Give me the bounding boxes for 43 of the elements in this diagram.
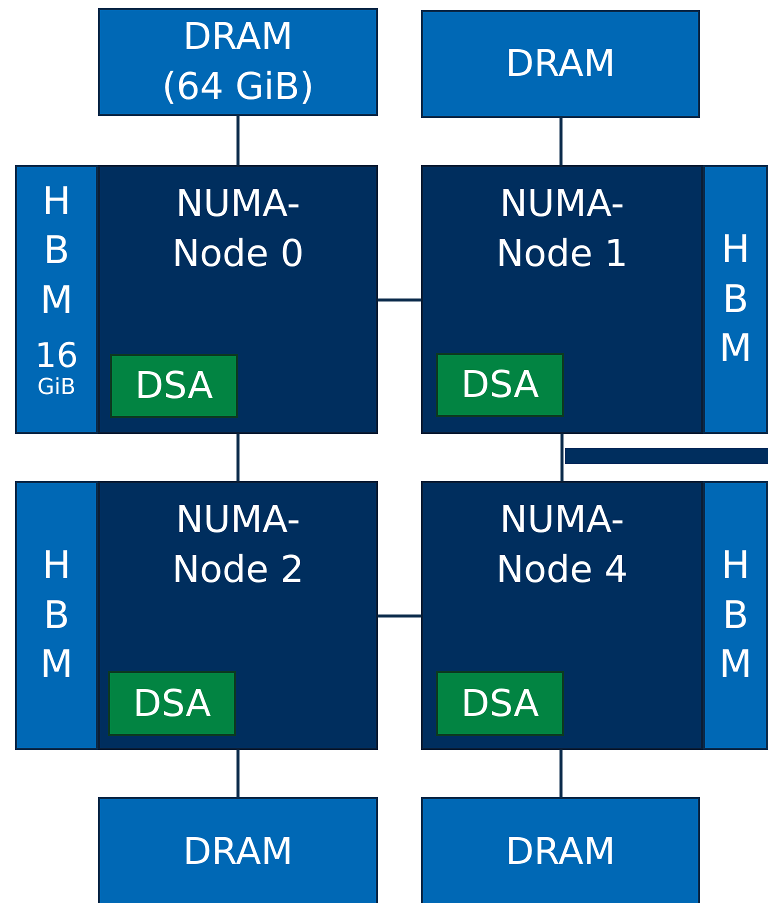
memory-box bbox=[98, 8, 378, 116]
accelerator-box bbox=[110, 354, 238, 418]
accelerator-label: DSA bbox=[133, 680, 211, 726]
accelerator-box bbox=[436, 671, 564, 736]
memory-box bbox=[421, 797, 700, 903]
connector-line bbox=[378, 298, 421, 302]
accelerator-box bbox=[436, 353, 564, 417]
node-label: NUMA-Node 4 bbox=[495, 497, 629, 593]
memory-box bbox=[421, 10, 700, 118]
node-label: NUMA-Node 0 bbox=[171, 181, 305, 277]
hbm-box bbox=[703, 481, 768, 750]
accelerator-box bbox=[108, 671, 236, 736]
unit-label: GiB bbox=[37, 375, 76, 402]
memory-label: DRAM bbox=[504, 41, 616, 87]
connector-line bbox=[236, 116, 240, 165]
memory-box bbox=[98, 797, 378, 903]
interconnect-bar bbox=[565, 448, 768, 464]
accelerator-label: DSA bbox=[461, 680, 539, 726]
connector-line bbox=[560, 434, 564, 481]
node-label: NUMA-Node 1 bbox=[495, 181, 629, 277]
connector-line bbox=[236, 434, 240, 481]
hbm-box bbox=[15, 481, 98, 750]
connector-line bbox=[378, 614, 421, 618]
connector-line bbox=[236, 750, 240, 797]
hbm-box bbox=[15, 165, 98, 434]
hbm-label: HBM bbox=[718, 226, 753, 372]
accelerator-label: DSA bbox=[135, 363, 213, 409]
hbm-label: HBM bbox=[39, 178, 74, 324]
memory-label: DRAM (64 GiB) bbox=[160, 14, 316, 110]
numa-node-box bbox=[421, 481, 703, 750]
hbm-label: HBM bbox=[39, 542, 74, 688]
accelerator-label: DSA bbox=[461, 362, 539, 408]
memory-label: DRAM bbox=[504, 829, 616, 875]
hbm-label: HBM bbox=[718, 542, 753, 688]
connector-line bbox=[560, 118, 562, 165]
memory-label: DRAM bbox=[182, 829, 294, 875]
node-label: NUMA-Node 2 bbox=[171, 497, 305, 593]
hbm-box bbox=[703, 165, 768, 434]
connector-line bbox=[560, 750, 562, 797]
numa-node-box bbox=[421, 165, 703, 434]
capacity-label: 16 bbox=[34, 337, 78, 376]
numa-node-box bbox=[98, 165, 378, 434]
numa-node-box bbox=[98, 481, 378, 750]
